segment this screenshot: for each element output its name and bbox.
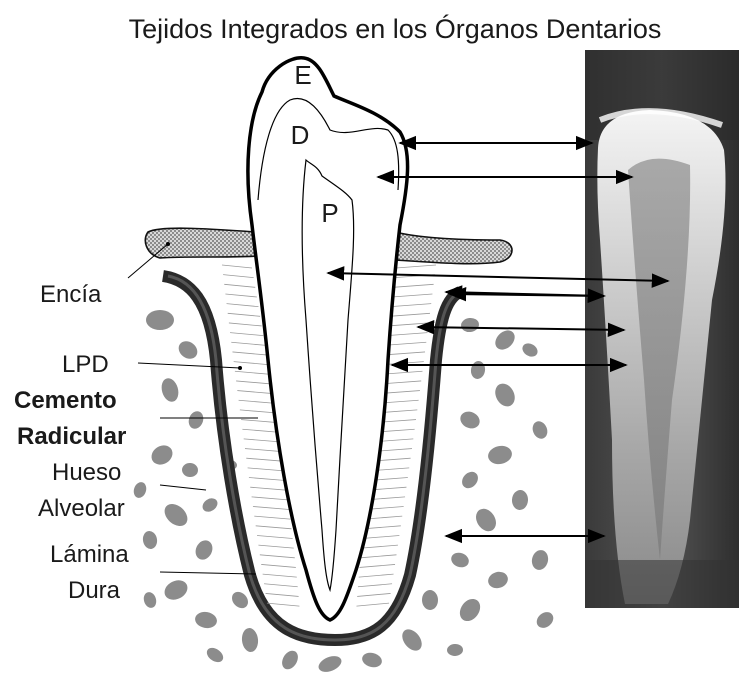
bone-trabecula [458,409,483,432]
gingiva-right [395,232,512,264]
gingiva-left [145,228,258,258]
bone-trabecula [141,530,158,550]
bone-trabecula [161,577,191,604]
bone-trabecula [456,595,485,625]
bone-trabecula [204,645,226,665]
bone-trabecula [241,627,259,653]
bone-trabecula [470,360,487,380]
bone-trabecula [486,569,510,590]
bone-trabecula [530,548,550,571]
bone-trabecula [472,505,500,535]
bone-trabecula [449,550,471,569]
bone-trabecula [460,317,480,333]
bone-trabecula [229,589,252,612]
label-cementum-1: Cemento [14,387,117,414]
bone-trabecula [520,341,540,359]
bone-trabecula [492,327,519,354]
bone-trabecula [160,500,191,531]
bone-trabecula [186,409,206,431]
bone-trabecula [422,590,438,610]
label-enamel: E [294,60,311,90]
bone-trabecula [534,609,557,631]
label-dentin: D [291,120,310,150]
pdl-fiber [396,265,436,268]
bone-trabecula [142,591,158,610]
bone-trabecula [361,651,384,670]
bone-trabecula [447,644,463,657]
bone-trabecula [279,648,301,672]
diagram-title: Tejidos Integrados en los Órganos Dentar… [129,13,662,44]
bone-trabecula [181,462,198,477]
label-lamina-1: Lámina [50,541,129,568]
label-bone-1: Hueso [52,459,121,486]
bone-trabecula [159,376,181,403]
label-gingiva: Encía [40,281,102,308]
bone-trabecula [194,610,218,630]
label-pulp: P [321,198,338,228]
bone-trabecula [132,480,149,499]
bone-trabecula [175,338,201,363]
bone-trabecula [511,489,528,510]
bone-trabecula [200,496,220,515]
bone-trabecula [530,419,550,441]
label-lamina-2: Dura [68,577,121,604]
bone-trabecula [398,626,425,655]
bone-trabecula [459,469,481,492]
bone-trabecula [491,380,518,410]
label-bone-2: Alveolar [38,495,125,522]
bone-trabecula [148,442,176,469]
bone-trabecula [146,310,174,330]
label-pdl: LPD [62,351,109,378]
bone-trabecula [192,538,215,563]
label-cementum-2: Radicular [17,423,126,450]
bone-trabecula [316,653,343,673]
bone-trabecula [486,444,513,467]
